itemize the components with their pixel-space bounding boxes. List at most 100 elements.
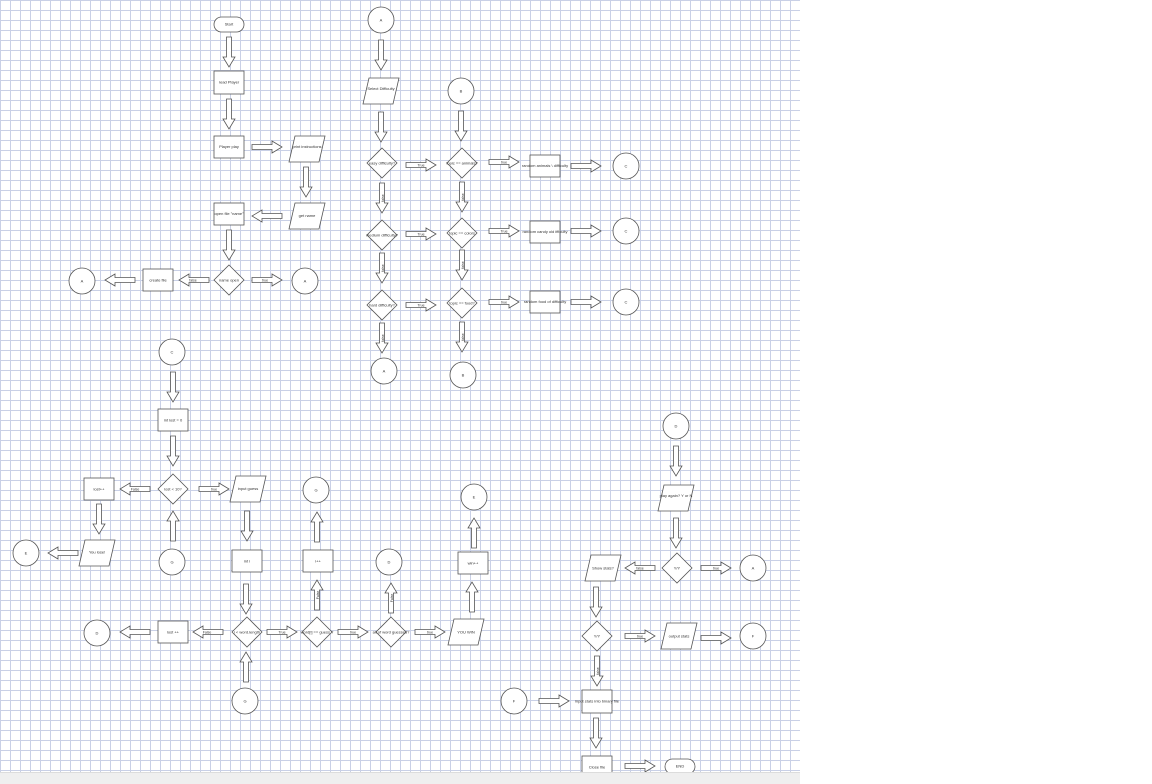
arrow-right-true: True (266, 625, 298, 639)
arrow-down (222, 98, 236, 130)
open-file-process[interactable]: open file "name" (213, 202, 245, 226)
connector-B[interactable]: B (449, 361, 477, 389)
false-label: false (636, 567, 643, 571)
read-player-label: read Player (219, 80, 240, 85)
create-file-process[interactable]: create file (142, 268, 174, 292)
topic-colors-decision[interactable]: topic == colors (446, 217, 478, 249)
arrow-down (374, 39, 388, 71)
connector-E[interactable]: E (12, 539, 40, 567)
medium-difficulty-label: medium difficulty? (366, 233, 399, 238)
hard-difficulty-decision[interactable]: hard difficulty? (366, 289, 398, 321)
lost-check-decision[interactable]: lost < 10? (157, 473, 189, 505)
arrow-down (166, 435, 180, 467)
horizontal-scrollbar[interactable] (0, 772, 800, 784)
connector-label: C (625, 164, 628, 169)
arrow-right-true: true (488, 295, 520, 309)
arrow-down (166, 371, 180, 403)
connector-C[interactable]: C (612, 217, 640, 245)
topic-animals-decision[interactable]: topic == animals? (446, 147, 478, 179)
connector-A[interactable]: A (367, 6, 395, 34)
yn-decision[interactable]: Y/Y (661, 552, 693, 584)
lost-pp-2-label: lost ++ (167, 630, 180, 635)
play-again-io[interactable]: play again? Y or N (657, 484, 695, 512)
true-label: true (427, 631, 433, 635)
word-i-eq-guess-decision[interactable]: word[i] == guess ? (301, 616, 334, 648)
arrow-right-true: true (700, 561, 732, 575)
topic-food-decision[interactable]: topic == food? (446, 287, 478, 319)
random-animals-process[interactable]: random animals \ difficulty (522, 154, 568, 178)
random-colors-process[interactable]: random candy old ifficulty (522, 220, 568, 244)
medium-difficulty-decision[interactable]: medium difficulty? (366, 219, 399, 251)
all-word-guessed-decision[interactable]: all of word guessed? (373, 616, 410, 648)
easy-difficulty-decision[interactable]: easy difficulty? (366, 147, 398, 179)
connector-D[interactable]: D (375, 548, 403, 576)
connector-A[interactable]: A (370, 357, 398, 385)
connector-D[interactable]: D (83, 619, 111, 647)
connector-label: F (752, 634, 755, 639)
connector-D[interactable]: D (662, 412, 690, 440)
init-i-process[interactable]: int i (231, 549, 263, 573)
connector-G[interactable]: G (158, 548, 186, 576)
player-play-process[interactable]: Player play (213, 135, 245, 159)
lost-pp-process[interactable]: lost++ (83, 477, 115, 501)
false-label: false (596, 667, 600, 674)
end-terminal[interactable]: END (664, 758, 696, 772)
connector-label: G (243, 699, 246, 704)
show-stats-io[interactable]: Show stats? (584, 554, 622, 582)
connector-C[interactable]: C (158, 338, 186, 366)
arrow-left-false: False (192, 625, 224, 639)
random-food-label: random food of difficulty (524, 299, 566, 304)
lost-pp-2-process[interactable]: lost ++ (157, 620, 189, 644)
init-lost-process[interactable]: int lost = 0 (157, 408, 189, 432)
connector-label: A (383, 369, 386, 374)
connector-C[interactable]: C (612, 152, 640, 180)
true-label: True (417, 304, 424, 308)
i-pp-process[interactable]: i++ (302, 549, 334, 573)
connector-label: A (380, 18, 383, 23)
connector-E[interactable]: E (460, 483, 488, 511)
connector-A[interactable]: A (291, 267, 319, 295)
close-file-process[interactable]: Close file (581, 755, 613, 772)
start-terminal[interactable]: Start (213, 16, 245, 33)
connector-label: C (625, 229, 628, 234)
print-instructions-io[interactable]: print instructions (288, 135, 326, 163)
connector-label: C (625, 300, 628, 305)
read-player-process[interactable]: read Player (213, 70, 245, 95)
connector-F[interactable]: F (500, 687, 528, 715)
false-label: False (316, 591, 320, 600)
start-label: Start (225, 22, 234, 27)
connector-F[interactable]: F (739, 622, 767, 650)
get-name-io[interactable]: get name (288, 202, 326, 230)
connector-A[interactable]: A (68, 267, 96, 295)
connector-G[interactable]: G (231, 687, 259, 715)
connector-C[interactable]: C (612, 288, 640, 316)
yy-decision[interactable]: Y/Y (581, 620, 613, 652)
false-label: false (461, 261, 465, 268)
name-open-decision[interactable]: name open (213, 264, 245, 296)
random-food-process[interactable]: random food of difficulty (524, 290, 566, 314)
win-pp-process[interactable]: win++ (457, 551, 489, 575)
false-label: false (461, 333, 465, 340)
arrow-down-false: false (375, 182, 389, 214)
you-win-io[interactable]: YOU WIN (447, 618, 485, 646)
connector-A[interactable]: A (739, 554, 767, 582)
i-lt-word-length-decision[interactable]: i < word.length (231, 616, 263, 648)
output-stats-io[interactable]: output stats (660, 622, 698, 650)
connector-G[interactable]: G (302, 476, 330, 504)
you-lose-label: You lose! (89, 550, 105, 555)
you-lose-io[interactable]: You lose! (78, 539, 116, 567)
close-file-label: Close file (589, 765, 606, 770)
connector-B[interactable]: B (447, 77, 475, 105)
arrow-down (454, 110, 468, 142)
input-guess-io[interactable]: input guess (229, 475, 267, 503)
arrow-down (374, 111, 388, 143)
arrow-right-true: True (405, 298, 437, 312)
select-difficulty-io[interactable]: Select Difficulty (362, 77, 400, 105)
false-label: False (131, 488, 140, 492)
random-animals-label: random animals \ difficulty (522, 163, 568, 168)
arrow-right-true: true (624, 629, 656, 643)
arrow-down-false: false (455, 321, 469, 353)
diagram-canvas[interactable]: Start read Player Player play print inst… (0, 0, 800, 772)
topic-colors-label: topic == colors (449, 231, 475, 236)
input-stats-binary-process[interactable]: input stats into binary file (575, 689, 620, 714)
